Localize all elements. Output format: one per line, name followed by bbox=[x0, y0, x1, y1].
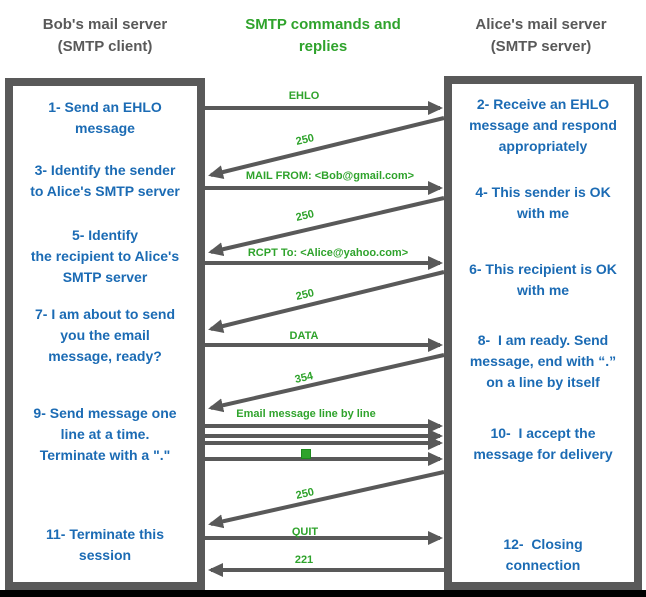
commands-column-header: SMTP commands and replies bbox=[245, 16, 401, 55]
label-quit: QUIT bbox=[291, 526, 319, 538]
period-square-icon bbox=[301, 449, 311, 459]
label-ehlo: EHLO bbox=[288, 90, 320, 102]
bottom-black-bar bbox=[0, 590, 646, 597]
arrow-250-4 bbox=[208, 470, 445, 529]
client-step-3: 3- Identify the sender to Alice's SMTP s… bbox=[30, 162, 180, 199]
server-column-header: Alice's mail server (SMTP server) bbox=[475, 16, 607, 55]
arrow-250-1 bbox=[208, 116, 445, 179]
client-step-11: 11- Terminate this session bbox=[45, 526, 164, 563]
client-step-9: 9- Send message one line at a time. Term… bbox=[33, 405, 177, 463]
server-step-10: 10- I accept the message for delivery bbox=[473, 425, 613, 462]
label-email-lines: Email message line by line bbox=[236, 408, 376, 420]
server-step-4: 4- This sender is OK with me bbox=[475, 184, 611, 221]
arrow-354 bbox=[208, 353, 445, 413]
client-step-5: 5- Identify the recipient to Alice's SMT… bbox=[30, 227, 180, 285]
client-box: 1- Send an EHLO message 3- Identify the … bbox=[5, 78, 205, 590]
client-step-7: 7- I am about to send you the email mess… bbox=[34, 306, 175, 364]
server-step-12: 12- Closing connection bbox=[503, 536, 583, 573]
label-221: 221 bbox=[294, 554, 314, 566]
label-mail-from: MAIL FROM: <Bob@gmail.com> bbox=[245, 170, 415, 182]
arrow-250-2 bbox=[208, 196, 445, 257]
label-data: DATA bbox=[289, 330, 319, 342]
arrow-250-3 bbox=[208, 270, 445, 333]
server-step-2: 2- Receive an EHLO message and respond a… bbox=[469, 96, 617, 154]
label-rcpt-to: RCPT To: <Alice@yahoo.com> bbox=[247, 247, 409, 259]
client-column-header: Bob's mail server (SMTP client) bbox=[42, 16, 168, 55]
client-step-1: 1- Send an EHLO message bbox=[48, 99, 162, 136]
server-box: 2- Receive an EHLO message and respond a… bbox=[444, 76, 642, 590]
server-step-6: 6- This recipient is OK with me bbox=[469, 261, 617, 298]
server-step-8: 8- I am ready. Send message, end with “.… bbox=[469, 332, 617, 390]
